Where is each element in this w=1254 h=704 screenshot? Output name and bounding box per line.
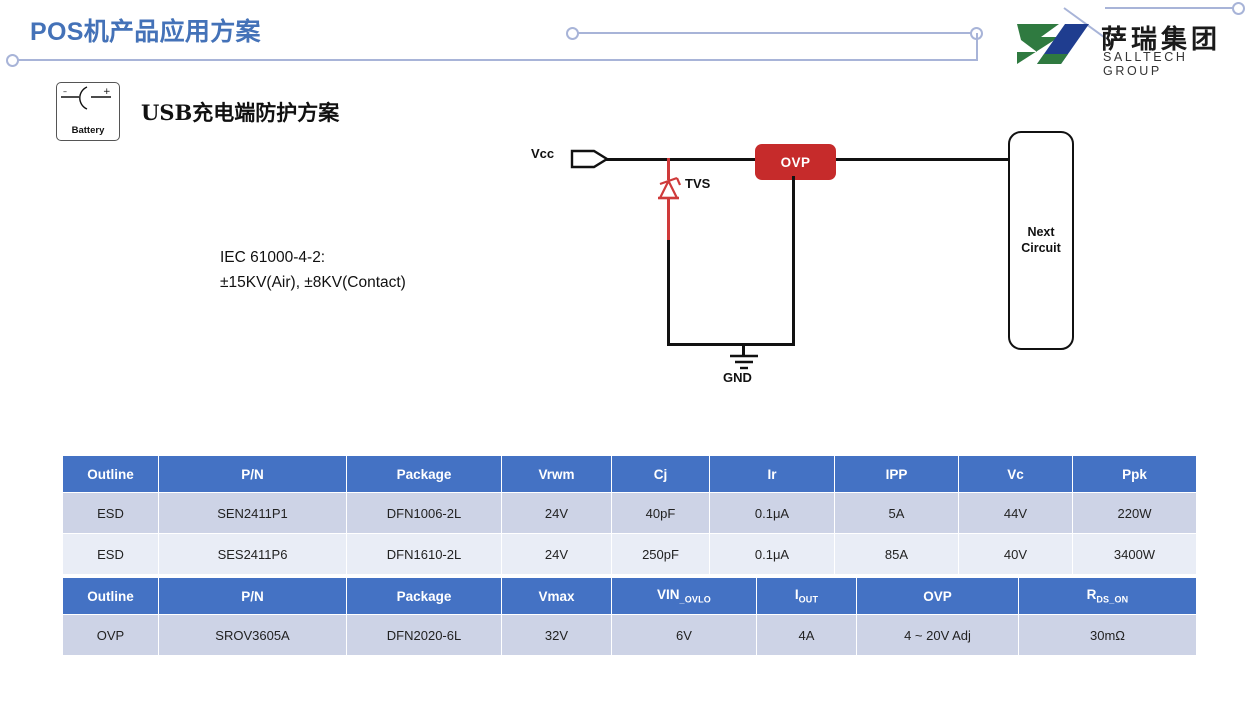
column-header-6: Ir — [709, 455, 835, 493]
column-header-9: Ppk — [1072, 455, 1197, 493]
wire-tvs-to-gnd-rail — [667, 240, 670, 346]
column-header-2: P/N — [158, 577, 347, 615]
cell-p-n: SES2411P6 — [158, 533, 347, 575]
header-trace-top-right — [1105, 7, 1235, 9]
cell-package: DFN1006-2L — [346, 492, 502, 534]
header-trace-dot-left — [6, 54, 19, 67]
spec-note: IEC 61000-4-2: ±15KV(Air), ±8KV(Contact) — [220, 245, 406, 295]
battery-icon-label: Battery — [71, 125, 105, 136]
cell-ppk: 220W — [1072, 492, 1197, 534]
cell-cj: 250pF — [611, 533, 710, 575]
header-trace-mid — [578, 32, 978, 34]
battery-icon-box: – + Battery — [56, 82, 120, 141]
wire-ovp-to-gnd-rail — [792, 176, 796, 346]
column-header-8: Vc — [958, 455, 1073, 493]
header-trace-dot-top-right — [1232, 2, 1245, 15]
vcc-connector-icon — [570, 149, 610, 169]
column-header-6: IOUT — [756, 577, 857, 615]
logo-english-name: SALLTECH GROUP — [1103, 50, 1188, 78]
battery-icon: – + — [61, 86, 111, 110]
next-circuit-line2: Circuit — [1021, 240, 1061, 255]
cell-rds-on: 30mΩ — [1018, 614, 1197, 656]
cell-package: DFN2020-6L — [346, 614, 502, 656]
ovp-block: OVP — [755, 144, 836, 180]
vcc-label: Vcc — [531, 146, 555, 161]
spec-note-line1: IEC 61000-4-2: — [220, 249, 326, 266]
cell-outline: ESD — [62, 533, 159, 575]
column-header-5: VIN_OVLO — [611, 577, 757, 615]
wire-tvs-top — [667, 158, 670, 180]
column-header-5: Cj — [611, 455, 710, 493]
cell-ipp: 5A — [834, 492, 959, 534]
next-circuit-line1: Next — [1027, 224, 1055, 239]
section-heading: USB充电端防护方案 — [141, 100, 340, 125]
cell-vrwm: 24V — [501, 533, 612, 575]
column-header-1: Outline — [62, 577, 159, 615]
wire-vcc-to-ovp — [606, 158, 758, 161]
cell-package: DFN1610-2L — [346, 533, 502, 575]
svg-text:–: – — [63, 87, 67, 96]
cell-ipp: 85A — [834, 533, 959, 575]
cell-ir: 0.1μA — [709, 533, 835, 575]
column-header-7: IPP — [834, 455, 959, 493]
circuit-diagram: Vcc TVS OVP GND — [520, 120, 1100, 405]
salltech-logo-mark — [1017, 24, 1089, 64]
cell-ir: 0.1μA — [709, 492, 835, 534]
header-trace-mid-vert — [976, 33, 978, 60]
column-header-4: Vrwm — [501, 455, 612, 493]
next-circuit-block: Next Circuit — [1008, 131, 1074, 350]
cell-p-n: SEN2411P1 — [158, 492, 347, 534]
wire-gnd-rail — [667, 343, 795, 347]
spec-note-line2: ±15KV(Air), ±8KV(Contact) — [220, 274, 406, 292]
column-header-4: Vmax — [501, 577, 612, 615]
cell-vc: 44V — [958, 492, 1073, 534]
header-trace-bottom — [18, 59, 978, 61]
tvs-label: TVS — [685, 176, 711, 191]
cell-vin-ovlo: 6V — [611, 614, 757, 656]
svg-text:+: + — [103, 87, 111, 97]
gnd-label: GND — [723, 370, 752, 385]
column-header-1: Outline — [62, 455, 159, 493]
wire-tvs-bottom — [667, 198, 670, 242]
page-title: POS机产品应用方案 — [30, 18, 261, 46]
ground-icon — [730, 354, 758, 370]
wire-ovp-to-next — [833, 158, 1011, 161]
cell-vc: 40V — [958, 533, 1073, 575]
cell-iout: 4A — [756, 614, 857, 656]
column-header-3: Package — [346, 577, 502, 615]
cell-ovp: 4 ~ 20V Adj — [856, 614, 1019, 656]
company-logo: 萨瑞集团 SALLTECH GROUP — [1013, 20, 1245, 78]
cell-outline: OVP — [62, 614, 159, 656]
column-header-7: OVP — [856, 577, 1019, 615]
cell-cj: 40pF — [611, 492, 710, 534]
wire-gnd-stub — [742, 343, 745, 357]
cell-ppk: 3400W — [1072, 533, 1197, 575]
column-header-3: Package — [346, 455, 502, 493]
column-header-8: RDS_ON — [1018, 577, 1197, 615]
cell-vrwm: 24V — [501, 492, 612, 534]
header-trace-dot-mid-left — [566, 27, 579, 40]
column-header-2: P/N — [158, 455, 347, 493]
cell-p-n: SROV3605A — [158, 614, 347, 656]
cell-vmax: 32V — [501, 614, 612, 656]
logo-chinese-name: 萨瑞集团 — [1101, 25, 1222, 55]
cell-outline: ESD — [62, 492, 159, 534]
